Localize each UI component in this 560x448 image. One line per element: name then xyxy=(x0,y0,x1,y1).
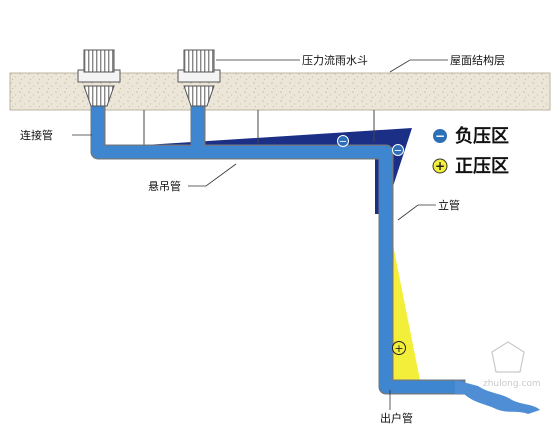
legend-positive: + 正压区 xyxy=(432,156,509,177)
label-riser-pipe: 立管 xyxy=(438,198,460,212)
label-outlet-pipe: 出户管 xyxy=(380,411,413,425)
positive-marker: + xyxy=(392,341,406,355)
svg-text:−: − xyxy=(394,146,402,157)
outflow-water xyxy=(455,380,540,414)
legend-negative: − 负压区 xyxy=(433,125,509,147)
label-roof-structure: 屋面结构层 xyxy=(450,53,505,67)
svg-text:−: − xyxy=(339,137,347,148)
svg-text:zhulong.com: zhulong.com xyxy=(483,379,541,389)
positive-pressure-zone xyxy=(392,240,420,380)
legend-positive-label: 正压区 xyxy=(455,156,509,177)
roof-drain xyxy=(77,49,121,107)
negative-pressure-zone xyxy=(98,128,412,214)
pipe-network-body xyxy=(92,98,464,393)
svg-text:+: + xyxy=(394,342,403,355)
negative-marker: − xyxy=(337,135,349,148)
legend-negative-symbol: − xyxy=(435,129,445,143)
legend-positive-symbol: + xyxy=(435,159,445,173)
label-hanging-pipe: 悬吊管 xyxy=(148,179,181,193)
pipe-network xyxy=(90,96,466,395)
roof-drain xyxy=(177,49,221,107)
watermark: zhulong.com xyxy=(483,341,541,389)
legend-negative-label: 负压区 xyxy=(455,125,509,147)
watermark-logo-icon xyxy=(491,341,525,373)
negative-marker: − xyxy=(392,144,404,157)
leader-lines xyxy=(72,59,448,410)
label-connector-pipe: 连接管 xyxy=(20,128,53,142)
label-pressure-drain: 压力流雨水斗 xyxy=(302,53,368,67)
